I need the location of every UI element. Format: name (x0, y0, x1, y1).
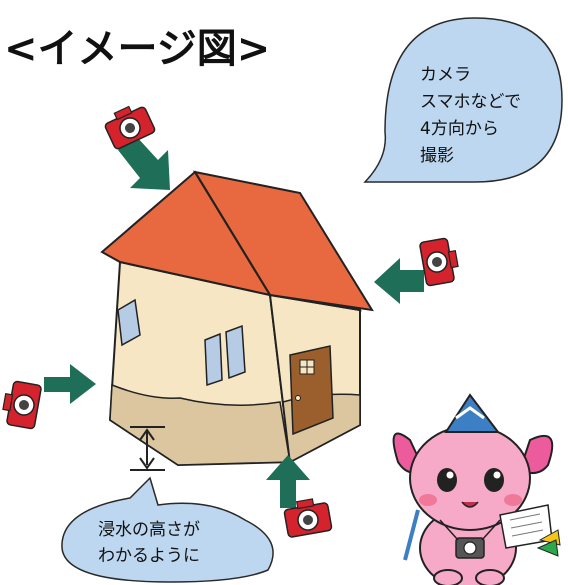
window-pane-1 (204, 332, 223, 387)
mascot-eye-right (484, 468, 504, 492)
mascot-mouth (461, 501, 479, 508)
window-left-small (117, 298, 141, 347)
speech-line-3: 4方向から (420, 119, 499, 139)
arrows (44, 136, 424, 508)
camera-bottom (283, 498, 333, 538)
flood-height-marker (130, 426, 165, 471)
note-line-2: わかるように (98, 546, 200, 566)
speech-line-2: スマホなどで (420, 92, 521, 112)
house-door (289, 345, 334, 436)
window-pane-2 (225, 324, 246, 380)
note-bubble: 浸水の高さが わかるように (61, 476, 274, 583)
house (100, 170, 374, 467)
door-knob (295, 395, 301, 401)
speech-bubble: カメラ スマホなどで 4方向から 撮影 (363, 17, 563, 183)
diagram-title: <イメージ図> (4, 26, 270, 72)
mascot-hat (444, 393, 501, 433)
mascot-pencil (403, 509, 420, 561)
mascot-eye-left (437, 468, 457, 492)
camera-right (419, 237, 459, 287)
camera-left (2, 380, 42, 430)
note-line-1: 浸水の高さが (98, 520, 200, 540)
arrow-right (374, 258, 424, 304)
speech-line-4: 撮影 (420, 146, 454, 166)
arrow-left (44, 364, 96, 404)
arrow-bottom (266, 455, 310, 508)
speech-line-1: カメラ (420, 65, 471, 85)
arrow-top (118, 136, 170, 190)
mascot-character (392, 393, 561, 585)
camera-top (104, 105, 156, 150)
house-left-foundation (109, 383, 291, 466)
